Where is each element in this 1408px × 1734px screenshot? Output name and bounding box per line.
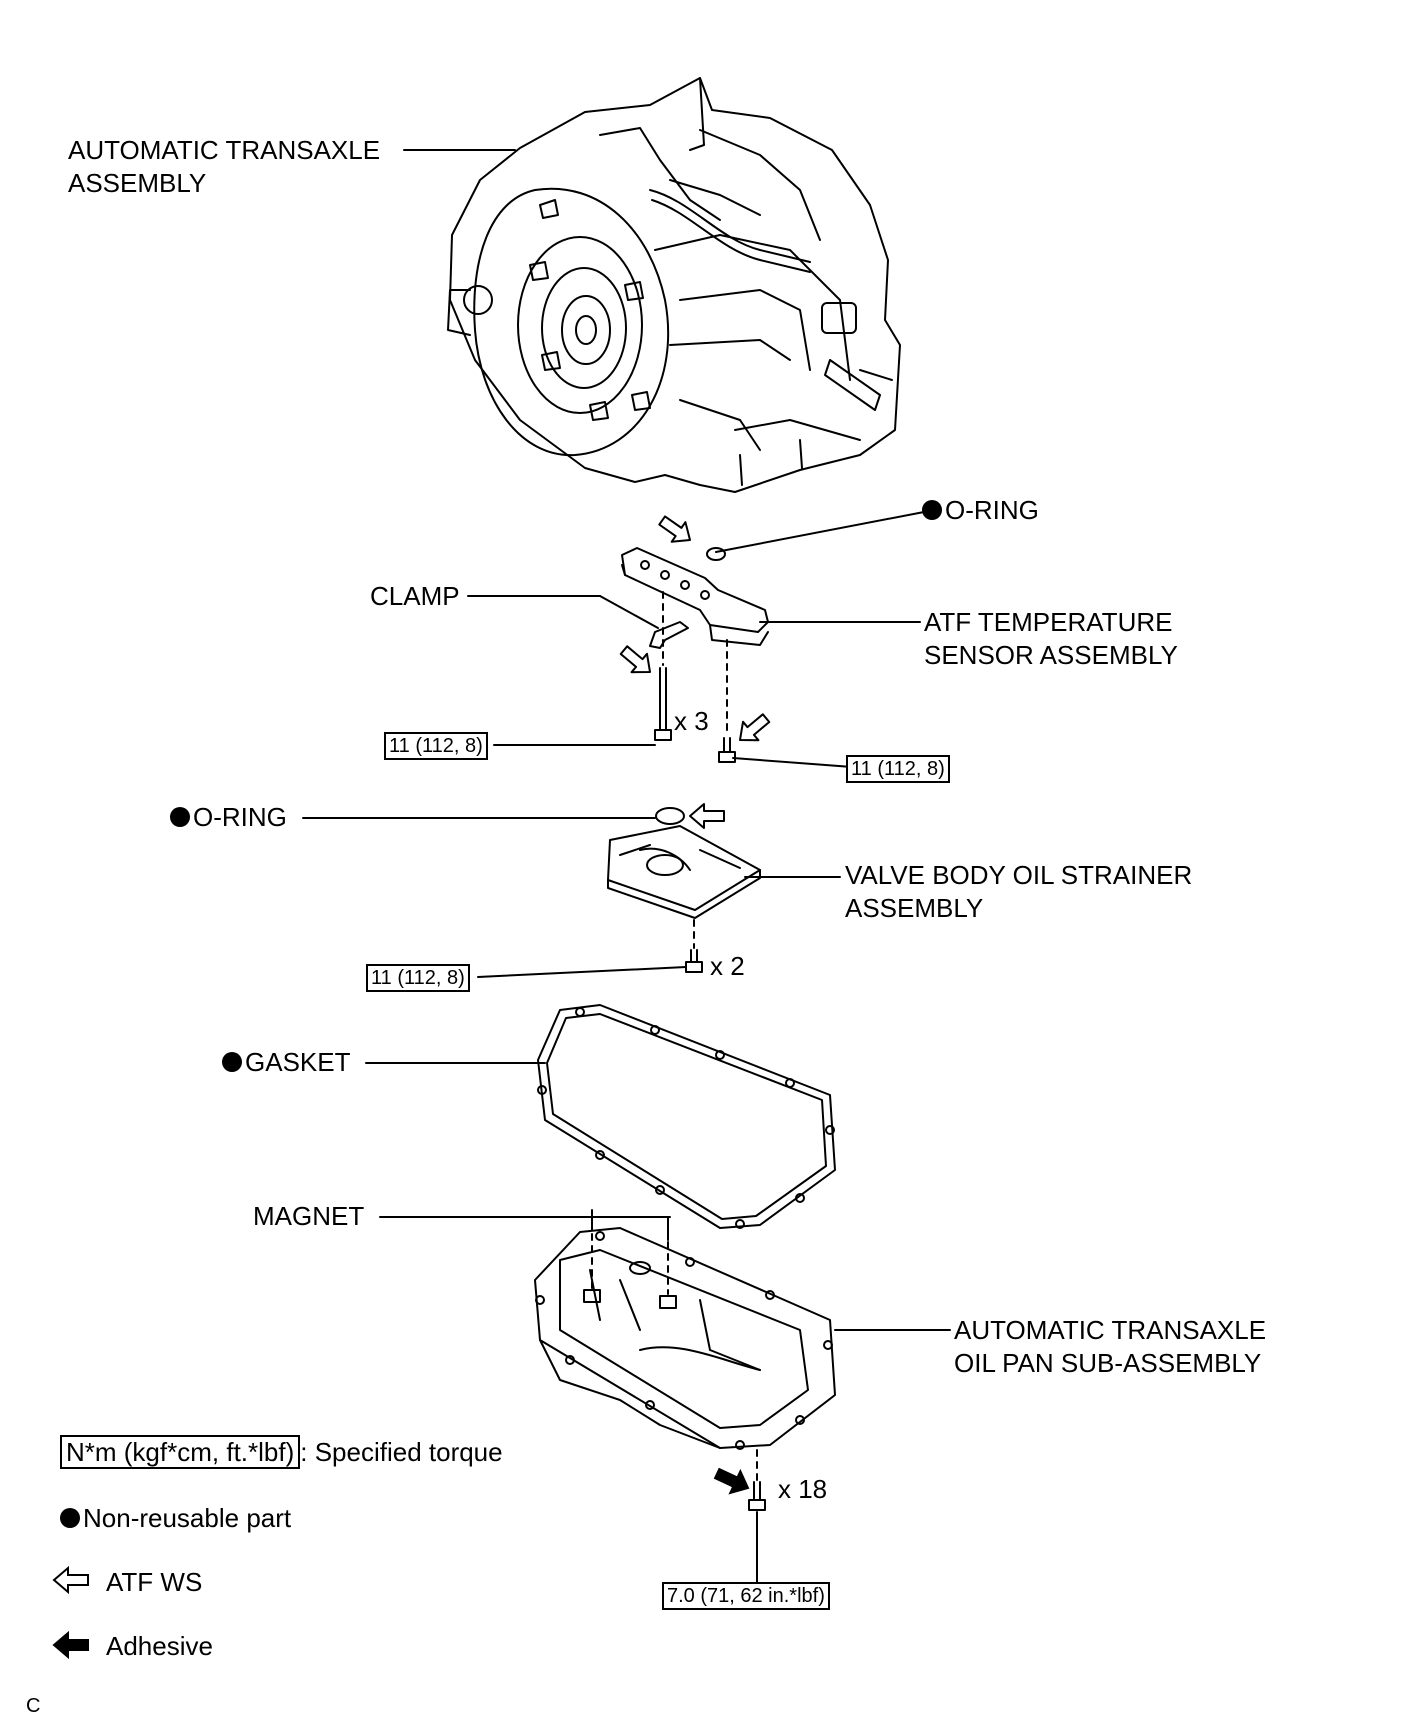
label-gasket: GASKET — [222, 1046, 350, 1079]
strainer-drawing — [607, 825, 761, 919]
qty-pan-bolts: x 18 — [778, 1474, 828, 1504]
oil-pan-drawing — [534, 1227, 836, 1450]
alignment-lines — [591, 591, 758, 1481]
legend-atf-ws-icon — [52, 1565, 89, 1595]
o-ring-mid-part — [655, 807, 685, 825]
strainer-bolt-part — [685, 949, 703, 973]
leader-lines — [302, 149, 951, 1583]
long-bolt-part — [654, 667, 672, 741]
label-o-ring-mid: O-RING — [170, 801, 287, 834]
non-reusable-dot-icon — [60, 1508, 80, 1528]
clamp-part — [649, 621, 689, 649]
legend-adhesive-icon — [52, 1630, 89, 1660]
torque-pan-bolt: 7.0 (71, 62 in.*lbf) — [662, 1582, 830, 1610]
gasket-drawing — [537, 1004, 836, 1229]
o-ring-top-part — [706, 547, 726, 561]
label-clamp: CLAMP — [370, 581, 460, 611]
short-bolt-part — [718, 737, 736, 763]
torque-sensor-bolt-right: 11 (112, 8) — [846, 755, 950, 783]
atf-sensor-drawing — [621, 547, 769, 646]
corner-mark: C — [26, 1695, 41, 1717]
label-transaxle-assembly: AUTOMATIC TRANSAXLE ASSEMBLY — [68, 135, 381, 198]
qty-sensor-bolts: x 3 — [674, 706, 709, 736]
atf-ws-arrow-icon — [619, 645, 651, 674]
legend-atf-ws: ATF WS — [106, 1567, 203, 1597]
non-reusable-dot-icon — [922, 500, 942, 520]
atf-ws-arrow-icon — [739, 713, 771, 742]
legend-adhesive: Adhesive — [106, 1631, 213, 1661]
non-reusable-dot-icon — [170, 807, 190, 827]
label-o-ring-top: O-RING — [922, 494, 1039, 527]
pan-bolt-part — [748, 1481, 766, 1511]
label-magnet: MAGNET — [253, 1201, 365, 1231]
atf-ws-arrow-icon — [658, 515, 691, 543]
transaxle-assembly-drawing — [447, 77, 901, 493]
label-strainer: VALVE BODY OIL STRAINER ASSEMBLY — [845, 860, 1193, 923]
adhesive-arrow-icon — [713, 1467, 750, 1495]
legend-torque-unit: N*m (kgf*cm, ft.*lbf) — [60, 1435, 301, 1469]
qty-strainer-bolts: x 2 — [710, 951, 745, 981]
torque-sensor-bolt-left: 11 (112, 8) — [384, 732, 488, 760]
torque-strainer-bolt: 11 (112, 8) — [366, 964, 470, 992]
atf-ws-arrow-icon — [689, 803, 725, 829]
legend-torque: N*m (kgf*cm, ft.*lbf): Specified torque — [60, 1435, 503, 1469]
legend-non-reusable: Non-reusable part — [60, 1502, 291, 1535]
label-atf-sensor: ATF TEMPERATURE SENSOR ASSEMBLY — [924, 607, 1178, 670]
label-oil-pan: AUTOMATIC TRANSAXLE OIL PAN SUB-ASSEMBLY — [954, 1315, 1267, 1378]
non-reusable-dot-icon — [222, 1052, 242, 1072]
legend-torque-desc: : Specified torque — [300, 1437, 503, 1467]
